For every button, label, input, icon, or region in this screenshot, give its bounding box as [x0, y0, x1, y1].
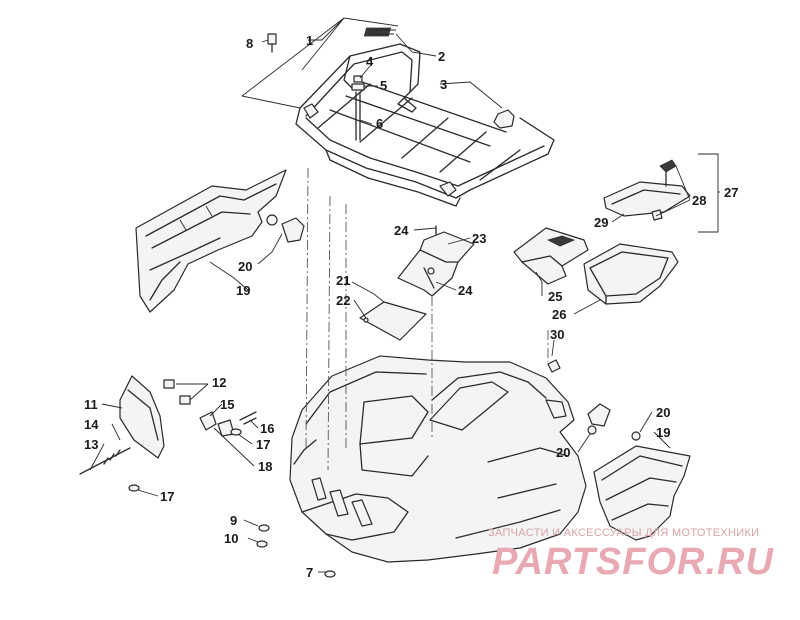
callout-27: 27: [724, 185, 738, 200]
callout-20-center: 20: [556, 445, 570, 460]
callout-18: 18: [258, 459, 272, 474]
callout-19-right: 19: [656, 425, 670, 440]
callout-24-upper: 24: [394, 223, 409, 238]
callout-19-left: 19: [236, 283, 250, 298]
left-fender: [135, 169, 305, 313]
callout-28: 28: [692, 193, 706, 208]
callout-23: 23: [472, 231, 486, 246]
callout-14: 14: [84, 417, 99, 432]
callout-20-right: 20: [656, 405, 670, 420]
callout-2: 2: [438, 49, 445, 64]
phantom-lines: [305, 167, 549, 471]
left-side-panel: [79, 375, 257, 492]
callout-17-left-upper: 17: [256, 437, 270, 452]
callout-29: 29: [594, 215, 608, 230]
callout-15: 15: [220, 397, 234, 412]
callout-25: 25: [548, 289, 562, 304]
callout-7: 7: [306, 565, 313, 580]
leader-lines: [89, 17, 720, 573]
access-panel-and-tray: [359, 225, 475, 341]
lower-hardware: [256, 524, 336, 578]
callout-1: 1: [306, 33, 313, 48]
right-fender: [587, 403, 691, 541]
storage-lid-25: [513, 227, 589, 285]
callout-11: 11: [84, 397, 98, 412]
callout-labels: 1 2 3 4 5 6 7 8 9 10 11 12 13 14 15 16 1…: [84, 33, 738, 580]
callout-30: 30: [550, 327, 564, 342]
callout-13: 13: [84, 437, 98, 452]
front-hood: [289, 355, 597, 563]
callout-12: 12: [212, 375, 226, 390]
callout-5: 5: [380, 78, 387, 93]
callout-21: 21: [336, 273, 350, 288]
callout-17-left-lower: 17: [160, 489, 174, 504]
callout-8: 8: [246, 36, 253, 51]
watermark-brand: PARTSFOR.RU: [492, 541, 774, 583]
callout-24-lower: 24: [458, 283, 473, 298]
lid-assembly-bracket: [698, 153, 719, 233]
watermark-tagline: ЗАПЧАСТИ И АКСЕССУАРЫ ДЛЯ МОТОТЕХНИКИ: [488, 527, 759, 539]
storage-bin-26: [583, 243, 679, 305]
callout-6: 6: [376, 116, 383, 131]
callout-9: 9: [230, 513, 237, 528]
callout-22: 22: [336, 293, 350, 308]
callout-20-left: 20: [238, 259, 252, 274]
watermark: ЗАПЧАСТИ И АКСЕССУАРЫ ДЛЯ МОТОТЕХНИКИ PA…: [488, 527, 774, 583]
callout-16: 16: [260, 421, 274, 436]
lid-assembly: [603, 159, 691, 221]
callout-10: 10: [224, 531, 238, 546]
callout-4: 4: [366, 54, 374, 69]
callout-3: 3: [440, 77, 447, 92]
rack-hardware: [267, 27, 396, 141]
callout-26: 26: [552, 307, 566, 322]
front-rack: [295, 43, 555, 207]
